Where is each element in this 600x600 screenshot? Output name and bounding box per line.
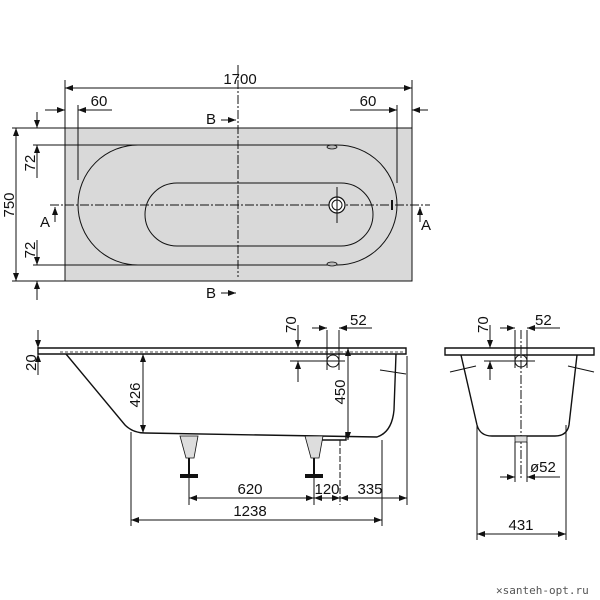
dim-leg-spacing-label: 620 [237, 481, 262, 498]
inner-basin [144, 182, 374, 247]
dim-end-overflow-offset-label: 70 [475, 316, 492, 333]
dim-length-label: 1700 [223, 71, 256, 88]
end-rim [444, 347, 595, 356]
flange-mark [379, 369, 407, 375]
dim-bottom-width-label: 431 [508, 517, 533, 534]
leg-left [179, 435, 199, 478]
watermark-text: santeh-opt.ru [503, 584, 589, 597]
top-view: 1700 60 60 B B A A 750 72 72 [1, 65, 431, 302]
dim-drain-end-label: 335 [357, 481, 382, 498]
dim-inner-depth-label: 426 [127, 382, 144, 407]
dim-width-label: 750 [1, 192, 18, 217]
section-b-top: B [206, 111, 216, 128]
flange-mark [449, 365, 477, 373]
dim-end-overflow-diameter-label: 52 [535, 312, 552, 329]
dim-bottom-length-label: 1238 [233, 503, 266, 520]
dim-drain-diameter-label: ø52 [530, 459, 556, 476]
tub-body [65, 353, 397, 438]
end-view: 70 52 ø52 431 [444, 312, 595, 540]
handle-bottom [326, 261, 338, 267]
section-a-right: A [421, 217, 431, 234]
dim-rim-thickness-label: 20 [23, 354, 40, 371]
watermark-icon: ✕ [496, 584, 503, 597]
dim-overflow-offset-label: 70 [283, 316, 300, 333]
dim-overflow-diameter-label: 52 [350, 312, 367, 329]
section-b-bottom: B [206, 285, 216, 302]
dim-rim-top-label: 72 [22, 155, 39, 172]
section-a-left: A [40, 214, 50, 231]
flange-mark [567, 365, 595, 373]
handle-top [326, 144, 338, 150]
dim-leg-drain-label: 120 [314, 481, 339, 498]
side-view: 20 426 450 70 52 620 120 335 1238 [23, 312, 408, 526]
dim-rim-right-label: 60 [360, 93, 377, 110]
dim-rim-bottom-label: 72 [22, 242, 39, 259]
dim-height-label: 450 [332, 379, 349, 404]
watermark: ✕santeh-opt.ru [496, 584, 589, 597]
rim [37, 347, 407, 355]
end-drain [514, 435, 528, 443]
dim-rim-left-label: 60 [91, 93, 108, 110]
leg-right [304, 435, 324, 478]
